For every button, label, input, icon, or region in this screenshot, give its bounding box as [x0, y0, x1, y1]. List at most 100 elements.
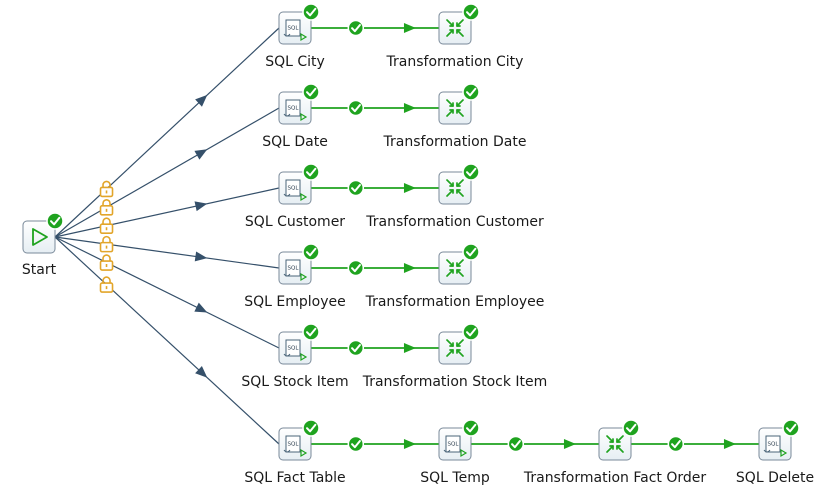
hop-sql_date-to-trans_date[interactable]	[311, 99, 439, 117]
hop-arrow	[194, 251, 208, 262]
hop-arrow	[195, 94, 208, 107]
hop-start-to-sql_customer[interactable]	[54, 187, 280, 238]
node-trans-date[interactable]: Transformation Date	[383, 83, 527, 150]
success-check-icon	[347, 259, 365, 277]
hop-sql_fact-to-sql_temp[interactable]	[311, 435, 439, 453]
hop-line	[54, 236, 280, 349]
sql-icon-text: SQL	[288, 26, 300, 32]
sql-icon-text: SQL	[288, 442, 300, 448]
hop-arrow	[403, 183, 416, 193]
sql-script-icon: SQL	[443, 435, 468, 458]
sql-script-icon: SQL	[763, 435, 788, 458]
status-success-icon	[302, 83, 320, 101]
lock-icon	[99, 235, 114, 253]
hop-arrow	[563, 439, 576, 449]
hop-sql_employee-to-trans_employee[interactable]	[311, 259, 439, 277]
node-trans-city[interactable]: Transformation City	[386, 3, 524, 70]
node-label: SQL Temp	[420, 470, 490, 486]
sql-icon-text: SQL	[288, 106, 300, 112]
sql-script-icon: SQL	[283, 99, 308, 122]
status-success-icon	[46, 212, 64, 230]
node-sql-delete[interactable]: SQL SQL Delete	[736, 419, 814, 486]
transformation-icon	[446, 99, 464, 117]
status-success-icon	[462, 323, 480, 341]
node-label: SQL Delete	[736, 470, 814, 486]
node-sql-fact[interactable]: SQL SQL Fact Table	[244, 419, 346, 486]
node-trans-employee[interactable]: Transformation Employee	[365, 243, 545, 310]
sql-script-icon: SQL	[283, 259, 308, 282]
transformation-icon	[446, 339, 464, 357]
success-check-icon	[347, 435, 365, 453]
hop-arrow	[403, 103, 416, 113]
node-label: SQL Stock Item	[241, 374, 348, 390]
hop-start-to-sql_fact[interactable]	[54, 236, 280, 445]
lock-icon	[99, 199, 114, 216]
hop-arrow	[403, 263, 416, 273]
node-label: SQL Fact Table	[244, 470, 345, 486]
node-label: Transformation Date	[383, 134, 527, 150]
hop-arrow	[403, 439, 416, 449]
sql-icon-text: SQL	[448, 442, 460, 448]
status-success-icon	[462, 3, 480, 21]
transformation-icon	[606, 435, 624, 453]
hop-start-to-sql_stock[interactable]	[54, 236, 280, 349]
hop-trans_fact_order-to-sql_delete[interactable]	[631, 435, 759, 453]
hop-sql_customer-to-trans_customer[interactable]	[311, 179, 439, 197]
node-sql-temp[interactable]: SQL SQL Temp	[420, 419, 490, 486]
success-check-icon	[347, 19, 365, 37]
hop-start-to-sql_city[interactable]	[54, 27, 280, 238]
status-success-icon	[462, 419, 480, 437]
node-start[interactable]: Start	[22, 212, 64, 278]
lock-icon	[99, 217, 114, 235]
node-sql-date[interactable]: SQL SQL Date	[262, 83, 328, 150]
node-label: Transformation Customer	[365, 214, 544, 230]
node-sql-city[interactable]: SQL SQL City	[265, 3, 325, 70]
node-trans-fact-order[interactable]: Transformation Fact Order	[523, 419, 706, 486]
node-label: SQL City	[265, 54, 325, 70]
node-label: SQL Date	[262, 134, 328, 150]
hop-arrow	[723, 439, 736, 449]
lock-icon	[99, 276, 114, 293]
status-success-icon	[302, 3, 320, 21]
status-success-icon	[462, 83, 480, 101]
hop-sql_temp-to-trans_fact_order[interactable]	[471, 435, 599, 453]
node-label: Start	[22, 262, 57, 278]
hop-start-to-sql_employee[interactable]	[54, 235, 280, 269]
hop-line	[54, 236, 280, 269]
sql-script-icon: SQL	[283, 179, 308, 202]
node-label: Transformation Employee	[365, 294, 545, 310]
node-trans-customer[interactable]: Transformation Customer	[365, 163, 544, 230]
node-label: Transformation Stock Item	[362, 374, 548, 390]
status-success-icon	[302, 323, 320, 341]
transformation-icon	[446, 179, 464, 197]
node-trans-stock[interactable]: Transformation Stock Item	[362, 323, 548, 390]
hop-line	[54, 187, 280, 238]
hop-sql_city-to-trans_city[interactable]	[311, 19, 439, 37]
sql-icon-text: SQL	[288, 266, 300, 272]
success-check-icon	[347, 99, 365, 117]
sql-script-icon: SQL	[283, 339, 308, 362]
success-check-icon	[347, 339, 365, 357]
hop-arrow	[194, 149, 208, 160]
sql-icon-text: SQL	[288, 186, 300, 192]
status-success-icon	[302, 243, 320, 261]
status-success-icon	[782, 419, 800, 437]
hop-arrow	[195, 365, 208, 378]
node-sql-stock[interactable]: SQL SQL Stock Item	[241, 323, 349, 390]
node-box	[22, 220, 56, 254]
transformation-icon	[446, 259, 464, 277]
status-success-icon	[622, 419, 640, 437]
sql-script-icon: SQL	[283, 435, 308, 458]
status-success-icon	[462, 243, 480, 261]
lock-icon	[99, 180, 114, 198]
hop-start-to-sql_date[interactable]	[54, 107, 280, 238]
success-check-icon	[347, 179, 365, 197]
hop-line	[54, 107, 280, 238]
hop-sql_stock-to-trans_stock[interactable]	[311, 339, 439, 357]
hop-arrow	[403, 343, 416, 353]
sql-icon-text: SQL	[768, 442, 780, 448]
